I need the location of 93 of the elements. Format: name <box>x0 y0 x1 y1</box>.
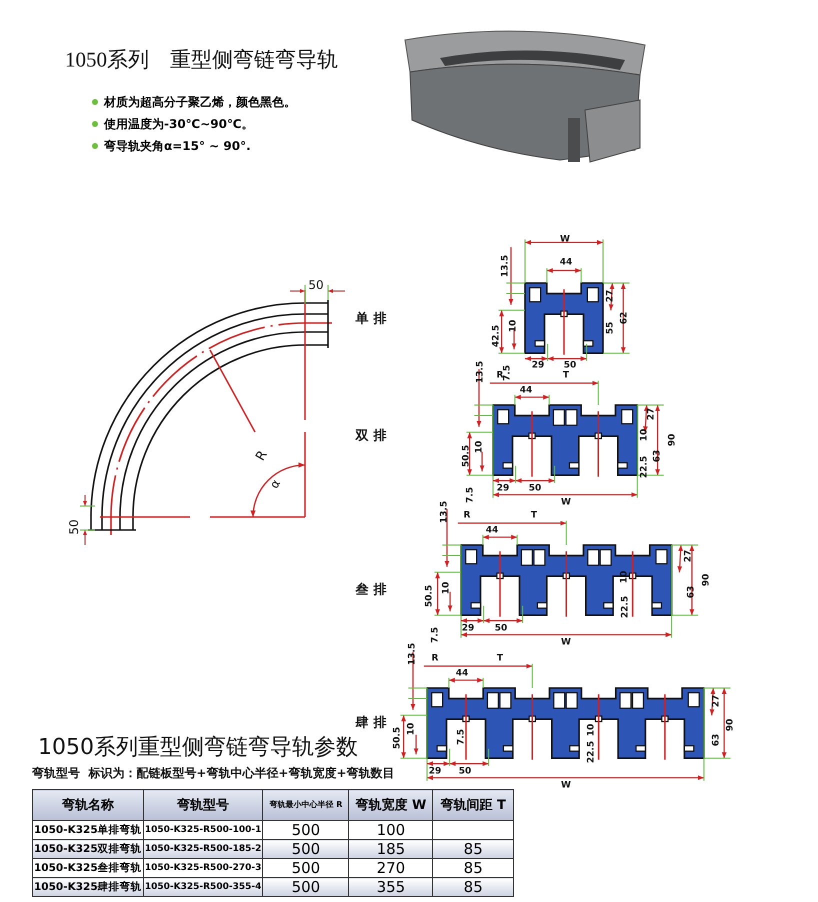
bullet-text: 材质为超高分子聚乙烯，颜色黑色。 <box>92 95 296 109</box>
dimension-label: 10 <box>476 440 484 454</box>
dimension-label: 27 <box>648 408 656 420</box>
dimension-label: T <box>496 654 504 664</box>
dimension-label: 27 <box>606 290 616 302</box>
dimension-label: W <box>561 782 571 790</box>
dimension-label: 62 <box>620 312 630 324</box>
dimension-label: 29 <box>462 624 474 634</box>
dimension-label: 63 <box>712 734 722 746</box>
dimension-label: 29 <box>428 768 442 776</box>
table-cell: 85 <box>432 878 514 896</box>
dimension-label: 7.5 <box>458 729 466 745</box>
dimension-label: 27 <box>684 550 694 562</box>
table-cell: 1050-K325肆排弯轨 <box>32 878 144 896</box>
table-cell: 1050-K325-R500-185-2 <box>143 840 263 858</box>
row-label: 叁 排 <box>356 584 386 596</box>
dimension-label: R <box>496 372 504 380</box>
row-label: 双 排 <box>356 430 386 442</box>
header-cell: 弯轨型号 <box>143 790 263 820</box>
row-label: 肆 排 <box>356 716 386 730</box>
dimension-label: 50.5 <box>462 444 472 468</box>
table-cell: 100 <box>348 820 433 840</box>
dimension-label: 13.5 <box>408 642 418 666</box>
header-cell: 弯轨间距 T <box>432 790 514 820</box>
dimension-label: 27 <box>712 694 722 708</box>
dimension-label: W <box>561 638 571 648</box>
dimension-label: 29 <box>532 362 544 370</box>
table-cell: 270 <box>348 858 433 878</box>
dimension-label: 10 <box>510 320 518 332</box>
dimension-label: W <box>560 236 570 244</box>
table-cell: 1050-K325-R500-100-1 <box>143 820 263 840</box>
dimension-label: 7.5 <box>466 487 476 503</box>
dimension-label: 90 <box>702 574 712 586</box>
dimension-label: 22.5 <box>588 740 596 764</box>
table-cell: 500 <box>262 858 349 878</box>
dimension-label: 50.5 <box>426 584 434 608</box>
dimension-label: W <box>561 498 571 508</box>
dimension-label: 50 <box>458 768 472 776</box>
dimension-label: 44 <box>486 526 498 536</box>
row-label: 单 排 <box>356 312 386 326</box>
dimension-label: 50.5 <box>394 726 402 750</box>
dimension-label: 10 <box>640 428 650 442</box>
table-cell: 185 <box>348 840 433 858</box>
bullet-text: 弯导轨夹角α=15° ~ 90°. <box>92 139 251 153</box>
header-cell: 弯轨名称 <box>32 790 144 820</box>
table-cell: 1050-K325叁排弯轨 <box>32 858 144 878</box>
title: 1050系列 重型侧弯链弯导轨 <box>65 50 338 70</box>
table-cell: 1050-K325双排弯轨 <box>32 840 144 858</box>
dimension-label: α <box>268 478 282 490</box>
dimension-label: 42.5 <box>492 324 502 348</box>
table-cell: 355 <box>348 878 433 896</box>
dimension-label: 29 <box>496 484 510 494</box>
dimension-label: 22.5 <box>640 456 650 478</box>
dimension-label: 90 <box>726 718 736 732</box>
dimension-label: 63 <box>654 450 662 462</box>
table-cell: 500 <box>262 820 349 840</box>
table-cell: 500 <box>262 878 349 896</box>
dimension-label: T <box>530 512 538 520</box>
dimension-label: 10 <box>588 724 596 736</box>
dimension-label: R <box>254 448 270 464</box>
dimension-label: 13.5 <box>502 254 510 278</box>
bullet-text: 使用温度为-30℃~90℃。 <box>92 117 254 131</box>
note-text: 弯轨型号 标识为：配链板型号+弯轨中心半径+弯轨宽度+弯轨数目 <box>32 767 395 779</box>
dimension-label: 90 <box>668 434 678 446</box>
dimension-label: 44 <box>456 670 468 678</box>
dimension-label: 13.5 <box>476 360 486 384</box>
table-cell: 1050-K325单排弯轨 <box>32 820 144 840</box>
dimension-label: 22.5 <box>622 596 630 618</box>
section-title: 1050系列重型侧弯链弯导轨参数 <box>38 737 358 759</box>
dimension-label: T <box>562 372 570 380</box>
dimension-label: R <box>464 512 470 520</box>
dimension-label: 7.5 <box>432 627 440 643</box>
table-cell: 85 <box>432 858 514 878</box>
dimension-label: 44 <box>560 258 572 268</box>
dimension-label: 50 <box>528 484 542 494</box>
table-cell: 1050-K325-R500-270-3 <box>143 858 263 878</box>
dimension-label: 10 <box>442 582 452 594</box>
dimension-label: 50 <box>68 519 80 535</box>
dimension-label: 7.5 <box>504 365 512 381</box>
dimension-label: 63 <box>688 586 696 598</box>
dimension-label: 10 <box>408 722 416 736</box>
table-cell: 500 <box>262 840 349 858</box>
dimension-label: 13.5 <box>440 500 450 524</box>
dimension-label: 50 <box>308 279 324 291</box>
dimension-label: 50 <box>564 362 576 370</box>
dimension-label: 44 <box>520 386 532 396</box>
header-cell: 弯轨宽度 W <box>348 790 433 820</box>
table-cell: 1050-K325-R500-355-4 <box>143 878 263 896</box>
dimension-label: 55 <box>606 322 616 334</box>
table-cell: 85 <box>432 840 514 858</box>
header-cell: 弯轨最小中心半径 R <box>262 790 349 820</box>
dimension-label: 50 <box>494 624 508 634</box>
dimension-label: R <box>432 654 438 664</box>
